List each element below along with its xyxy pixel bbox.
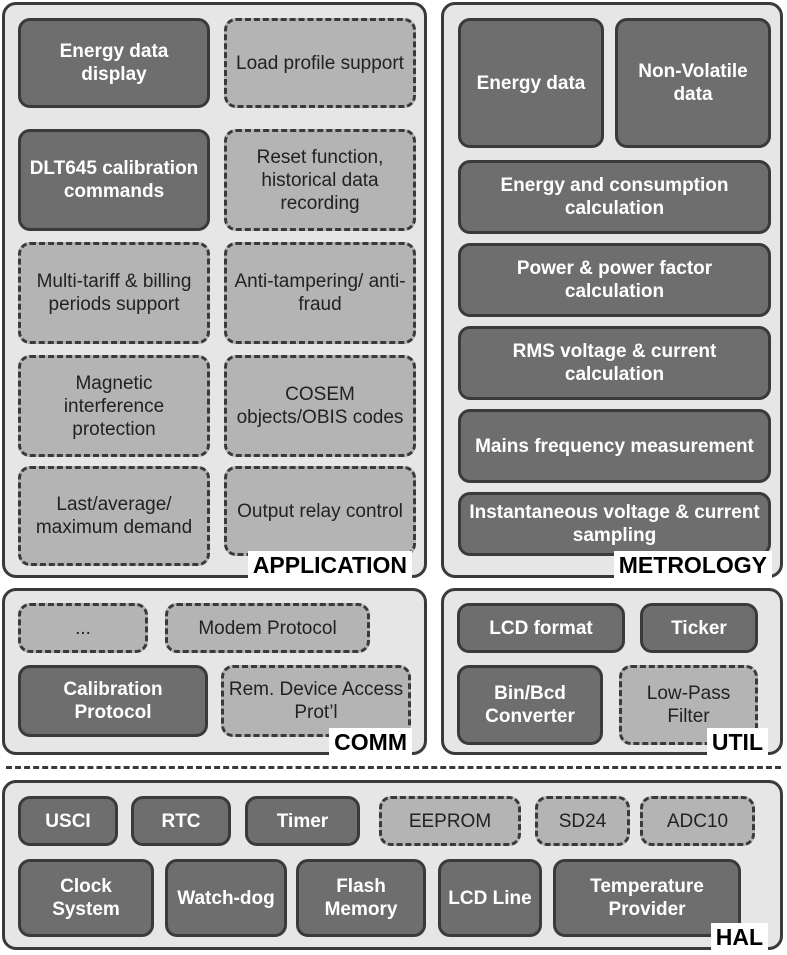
application-layer: Energy data display Load profile support… <box>2 2 427 579</box>
hal-layer: USCI RTC Timer EEPROM SD24 ADC10 Clock S… <box>2 780 783 951</box>
block-mains-frequency-measurement: Mains frequency measurement <box>458 409 771 483</box>
block-lcd-format: LCD format <box>457 603 625 653</box>
block-instantaneous-sampling: Instantaneous voltage & current sampling <box>458 492 771 556</box>
block-multi-tariff: Multi-tariff & billing periods support <box>18 242 210 344</box>
hal-separator-line <box>6 766 781 769</box>
util-label: UTIL <box>706 728 768 756</box>
metrology-label: METROLOGY <box>613 551 772 579</box>
application-label: APPLICATION <box>247 551 412 579</box>
block-watchdog: Watch-dog <box>165 859 287 937</box>
block-power-factor-calculation: Power & power factor calculation <box>458 243 771 317</box>
comm-label: COMM <box>329 728 412 756</box>
block-rms-calculation: RMS voltage & current calculation <box>458 326 771 400</box>
block-comm-ellipsis: ... <box>18 603 148 653</box>
block-rtc: RTC <box>131 796 231 846</box>
block-bin-bcd-converter: Bin/Bcd Converter <box>457 665 603 745</box>
block-lcd-line: LCD Line <box>438 859 542 937</box>
block-non-volatile-data: Non-Volatile data <box>615 18 771 148</box>
block-remote-device-access: Rem. Device Access Prot’l <box>221 665 411 737</box>
block-dlt645-calibration-commands: DLT645 calibration commands <box>18 129 210 231</box>
block-anti-tampering: Anti-tampering/ anti-fraud <box>224 242 416 344</box>
util-layer: LCD format Ticker Bin/Bcd Converter Low-… <box>441 588 783 756</box>
block-eeprom: EEPROM <box>379 796 521 846</box>
block-load-profile-support: Load profile support <box>224 18 416 108</box>
block-timer: Timer <box>245 796 360 846</box>
block-usci: USCI <box>18 796 118 846</box>
block-reset-function: Reset function, historical data recordin… <box>224 129 416 231</box>
block-energy-data: Energy data <box>458 18 604 148</box>
hal-label: HAL <box>710 923 768 951</box>
block-modem-protocol: Modem Protocol <box>165 603 370 653</box>
block-ticker: Ticker <box>640 603 758 653</box>
block-temperature-provider: Temperature Provider <box>553 859 741 937</box>
block-calibration-protocol: Calibration Protocol <box>18 665 208 737</box>
block-sd24: SD24 <box>535 796 630 846</box>
block-cosem-objects: COSEM objects/OBIS codes <box>224 355 416 457</box>
block-magnetic-interference: Magnetic interference protection <box>18 355 210 457</box>
block-output-relay-control: Output relay control <box>224 466 416 556</box>
block-energy-data-display: Energy data display <box>18 18 210 108</box>
block-low-pass-filter: Low-Pass Filter <box>619 665 758 745</box>
block-clock-system: Clock System <box>18 859 154 937</box>
block-last-average-maximum-demand: Last/average/ maximum demand <box>18 466 210 566</box>
block-energy-consumption-calculation: Energy and consumption calculation <box>458 160 771 234</box>
block-flash-memory: Flash Memory <box>296 859 426 937</box>
comm-layer: ... Modem Protocol Calibration Protocol … <box>2 588 427 756</box>
metrology-layer: Energy data Non-Volatile data Energy and… <box>441 2 783 579</box>
block-adc10: ADC10 <box>640 796 755 846</box>
